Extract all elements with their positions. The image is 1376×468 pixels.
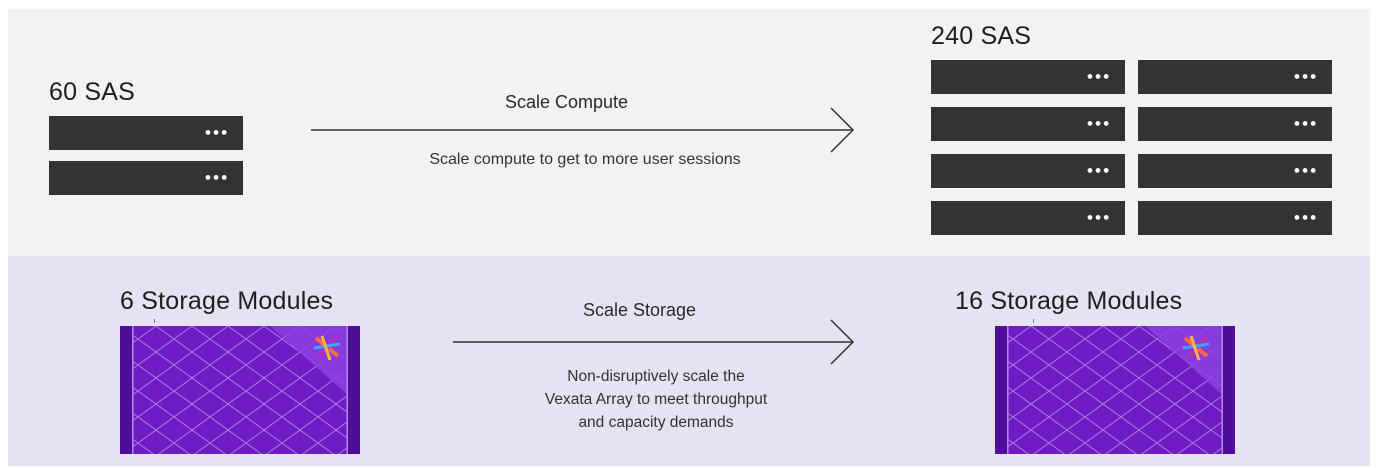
right-arrow-icon xyxy=(311,107,855,153)
vexata-logo-icon xyxy=(1182,334,1210,361)
scale-storage-title: Scale Storage xyxy=(583,300,697,320)
description-line: and capacity demands xyxy=(578,414,734,431)
right-arrow-icon xyxy=(453,319,855,365)
scale-storage-description: Non-disruptively scale the Vexata Array … xyxy=(511,365,801,434)
server-dots-icon: ●●● xyxy=(1086,70,1111,83)
compute-right-label: 240 SAS xyxy=(931,22,1032,50)
tick-mark xyxy=(154,319,155,323)
server-dots-icon: ●●● xyxy=(1086,211,1111,224)
server-right-3: ●●● xyxy=(931,107,1125,141)
server-right-7: ●●● xyxy=(931,201,1125,235)
storage-module-right xyxy=(995,326,1235,454)
server-dots-icon: ●●● xyxy=(1293,70,1318,83)
storage-module-left xyxy=(120,326,360,454)
server-right-4: ●●● xyxy=(1138,107,1332,141)
server-left-2: ●●● xyxy=(49,161,243,195)
compute-left-label: 60 SAS xyxy=(49,78,135,106)
server-right-5: ●●● xyxy=(931,154,1125,188)
server-dots-icon: ●●● xyxy=(204,171,229,184)
server-right-8: ●●● xyxy=(1138,201,1332,235)
server-dots-icon: ●●● xyxy=(204,126,229,139)
server-right-6: ●●● xyxy=(1138,154,1332,188)
server-left-1: ●●● xyxy=(49,116,243,150)
server-dots-icon: ●●● xyxy=(1293,164,1318,177)
description-line: Non-disruptively scale the xyxy=(567,368,745,385)
server-dots-icon: ●●● xyxy=(1293,211,1318,224)
storage-left-label: 6 Storage Modules xyxy=(120,287,334,315)
description-line: Vexata Array to meet throughput xyxy=(544,391,768,408)
tick-mark xyxy=(1033,319,1034,323)
vexata-logo-icon xyxy=(313,334,341,361)
storage-right-label: 16 Storage Modules xyxy=(955,287,1183,315)
server-dots-icon: ●●● xyxy=(1086,117,1111,130)
server-dots-icon: ●●● xyxy=(1086,164,1111,177)
scale-compute-title: Scale Compute xyxy=(505,92,629,112)
server-right-2: ●●● xyxy=(1138,60,1332,94)
server-right-1: ●●● xyxy=(931,60,1125,94)
server-dots-icon: ●●● xyxy=(1293,117,1318,130)
scale-compute-description: Scale compute to get to more user sessio… xyxy=(429,151,741,168)
